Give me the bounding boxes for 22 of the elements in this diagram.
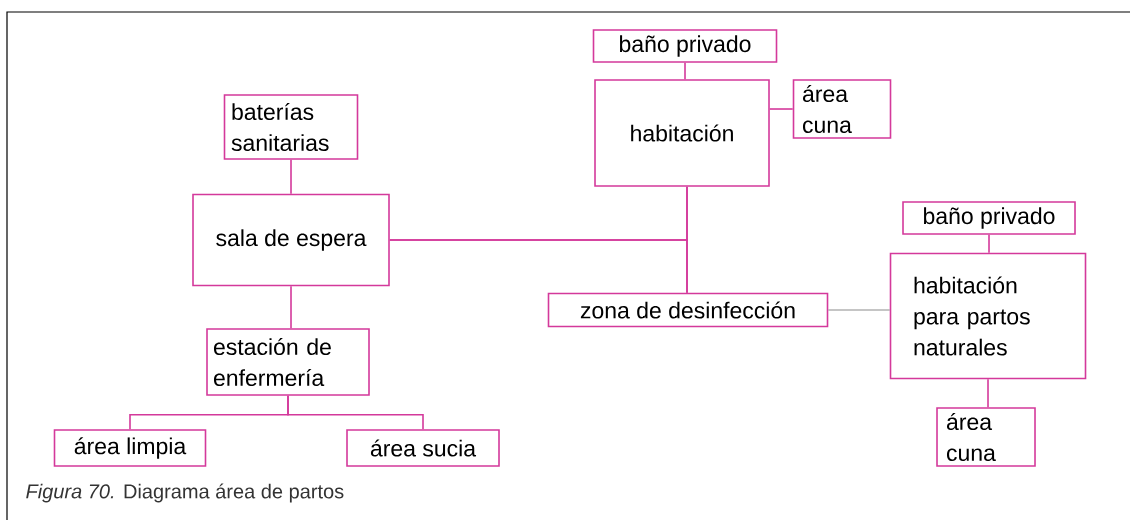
room-box: baterías sanitarias: [223, 94, 359, 160]
room-box: sala de espera: [192, 193, 390, 287]
room-box: habitación: [594, 79, 770, 187]
room-box: área cuna: [792, 79, 892, 139]
room-box: área cuna: [936, 407, 1036, 467]
connector-line: [290, 159, 292, 195]
connector-line: [290, 285, 292, 329]
room-box: baño privado: [902, 201, 1076, 235]
caption: Figura 70. Diagrama área de partos: [26, 483, 344, 503]
connector-line: [988, 234, 990, 254]
room-box: área sucia: [346, 429, 500, 467]
room-box: estación de enfermería: [206, 328, 370, 396]
connector-line: [287, 395, 424, 430]
connector-line: [987, 378, 989, 408]
room-box: área limpia: [53, 429, 207, 467]
room-box: zona de desinfección: [547, 292, 829, 328]
connector-line: [389, 239, 688, 294]
connector-line: [769, 108, 794, 110]
room-box: baño privado: [592, 29, 778, 63]
connector-line: [827, 309, 891, 311]
connector-line: [684, 62, 686, 80]
room-box: habitación para partos naturales: [889, 252, 1087, 380]
